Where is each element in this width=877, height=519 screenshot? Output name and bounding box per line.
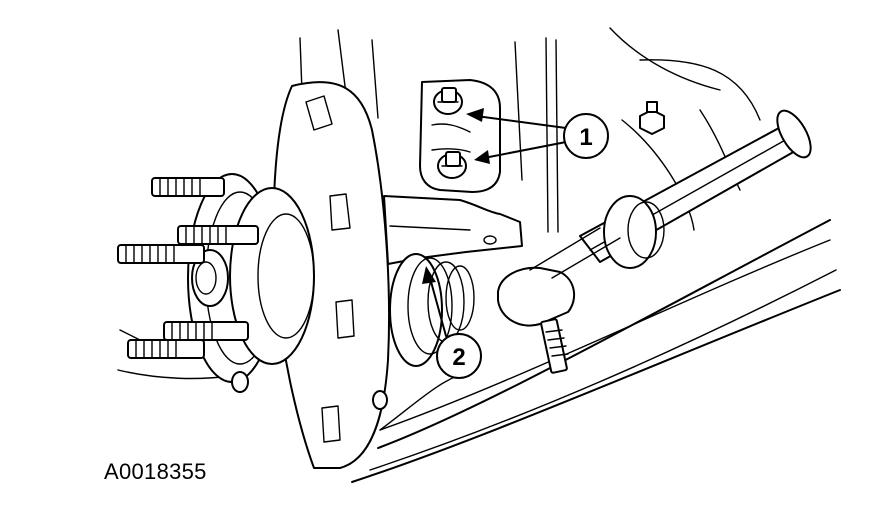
lower-arm: [117, 219, 841, 483]
drive-shaft: [579, 109, 812, 269]
nut: [639, 101, 665, 135]
wheel-stud: [151, 177, 225, 197]
arrowhead-2: [422, 266, 436, 284]
bolt-upper: [433, 87, 463, 115]
leader-1-lower: [483, 141, 567, 159]
wheel-stud: [163, 321, 249, 341]
callout-2-label: 2: [452, 344, 465, 371]
knuckle: [383, 195, 523, 265]
hub-flange: [187, 173, 315, 383]
leader-2: [429, 277, 447, 337]
arrowhead-1-upper: [466, 108, 484, 122]
leader-1-upper: [475, 115, 567, 129]
tie-rod-end: [497, 227, 621, 374]
callout-1-label: 1: [579, 124, 592, 151]
arrowhead-1-lower: [474, 150, 490, 164]
wheel-stud: [177, 225, 259, 245]
lower-fasteners: [231, 371, 388, 410]
figure-id-label: A0018355: [104, 459, 207, 484]
wheel-stud: [117, 244, 205, 264]
wheel-stud: [127, 339, 205, 359]
wheel-studs: [117, 177, 259, 359]
callout-2: 2: [436, 333, 482, 379]
callout-1: 1: [563, 113, 609, 159]
leader-arrows: [422, 108, 567, 337]
bolt-lower: [437, 151, 467, 179]
